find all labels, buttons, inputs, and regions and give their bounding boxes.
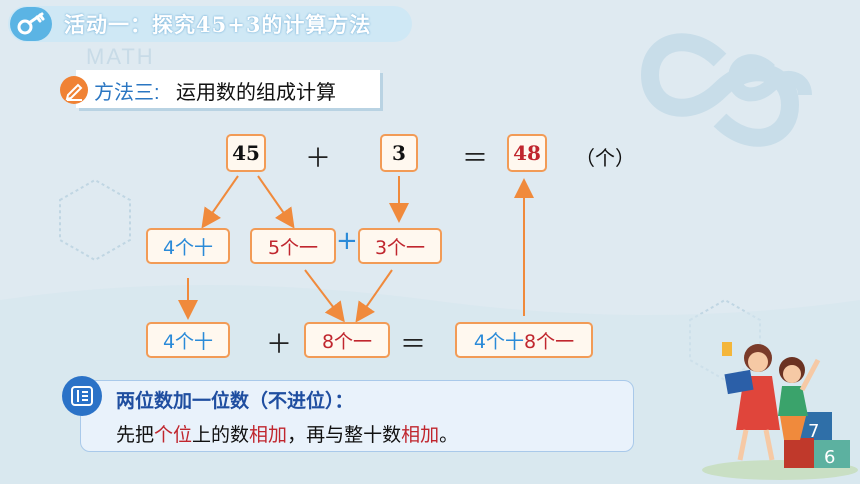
- rule-title: 两位数加一位数（不进位）：: [116, 390, 354, 412]
- key-icon: [10, 7, 52, 41]
- ones-3-box: 3个一: [358, 228, 442, 264]
- combined-ones: 8个一: [524, 330, 575, 353]
- red-block: [784, 438, 814, 468]
- rule-text: 先把个位上的数相加，再与整十数相加。: [116, 420, 458, 447]
- list-icon: [62, 376, 102, 416]
- rule-part: ，再与整十数: [287, 424, 402, 446]
- plus-sign-row2: +: [336, 226, 358, 256]
- title-bar: [8, 6, 412, 42]
- girl2-face: [783, 365, 801, 383]
- equals-sign-row3: ＝: [400, 330, 427, 360]
- rule-box: [80, 380, 634, 452]
- method-box: [76, 70, 380, 108]
- arrow-45-to-tens: [201, 175, 239, 229]
- infinity-shape-2: [727, 54, 812, 102]
- phone: [722, 342, 732, 356]
- ones-5-box: 5个一: [250, 228, 336, 264]
- girl1-face: [748, 352, 768, 372]
- arrow-5-to-8: [304, 269, 345, 323]
- tens-box-row3: 4个十: [146, 322, 230, 358]
- rule-highlight-add: 相加: [249, 424, 288, 446]
- plus-sign: ＋: [305, 144, 332, 174]
- children-illustration: 7 6: [702, 342, 858, 480]
- rule-part: 上的数: [192, 424, 250, 446]
- rule-highlight-ones: 个位: [154, 424, 193, 446]
- addend-45-box: 45: [226, 134, 266, 172]
- block-digit-7: 7: [808, 421, 819, 442]
- result-48-box: 48: [507, 134, 547, 172]
- addend-3-box: 3: [380, 134, 418, 172]
- block-digit-6: 6: [824, 447, 835, 468]
- girl2-skirt: [780, 416, 806, 440]
- rule-part: 。: [439, 424, 459, 446]
- method-label: 方法三:: [94, 82, 160, 104]
- arrow-3-to-8: [355, 269, 393, 323]
- pencil-icon: [60, 76, 88, 104]
- page-title: 活动一：探究45+3的计算方法: [64, 12, 372, 37]
- combined-tens: 4个十: [473, 330, 524, 353]
- method-description: 运用数的组成计算: [176, 82, 336, 104]
- ones-8-box: 8个一: [304, 322, 390, 358]
- equals-sign: ＝: [462, 144, 489, 174]
- math-watermark: MATH: [86, 44, 155, 69]
- laptop: [724, 369, 754, 395]
- rule-highlight-add-2: 相加: [401, 424, 440, 446]
- infinity-shape-1: [640, 33, 800, 147]
- arrow-45-to-ones: [257, 175, 295, 229]
- rule-part: 先把: [116, 424, 155, 446]
- plus-sign-row3: ＋: [266, 330, 293, 360]
- tens-box-row2: 4个十: [146, 228, 230, 264]
- girl2-shirt: [778, 386, 808, 416]
- hexagon-decoration: [59, 178, 131, 262]
- number-block-green: [810, 440, 850, 468]
- unit-label: （个）: [575, 146, 635, 170]
